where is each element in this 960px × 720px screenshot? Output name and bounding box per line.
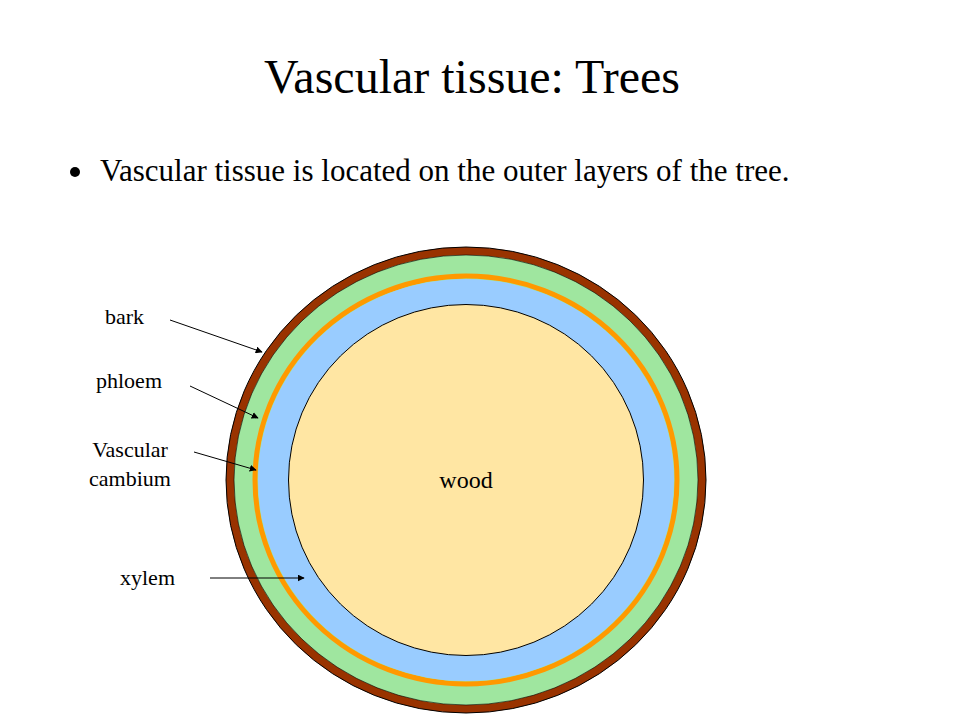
leader-line (190, 386, 258, 418)
phloem-ring (234, 255, 698, 705)
part-label: phloem (96, 368, 162, 394)
part-label: xylem (120, 565, 175, 591)
part-label: Vascular cambium (74, 436, 186, 493)
wood-shape (289, 305, 644, 656)
part-label: bark (105, 304, 144, 330)
leader-line (194, 452, 256, 470)
bark-ring (226, 247, 706, 713)
bullet-dot (70, 167, 80, 177)
wood-core: wood (288, 304, 644, 656)
leader-line (210, 578, 304, 579)
cambium-ring (255, 276, 677, 684)
node-label: wood (439, 467, 492, 494)
bullet-text: Vascular tissue is located on the outer … (100, 150, 890, 192)
xylem-ring (258, 279, 674, 681)
leader-line (170, 320, 262, 352)
slide-title: Vascular tissue: Trees (0, 48, 952, 106)
